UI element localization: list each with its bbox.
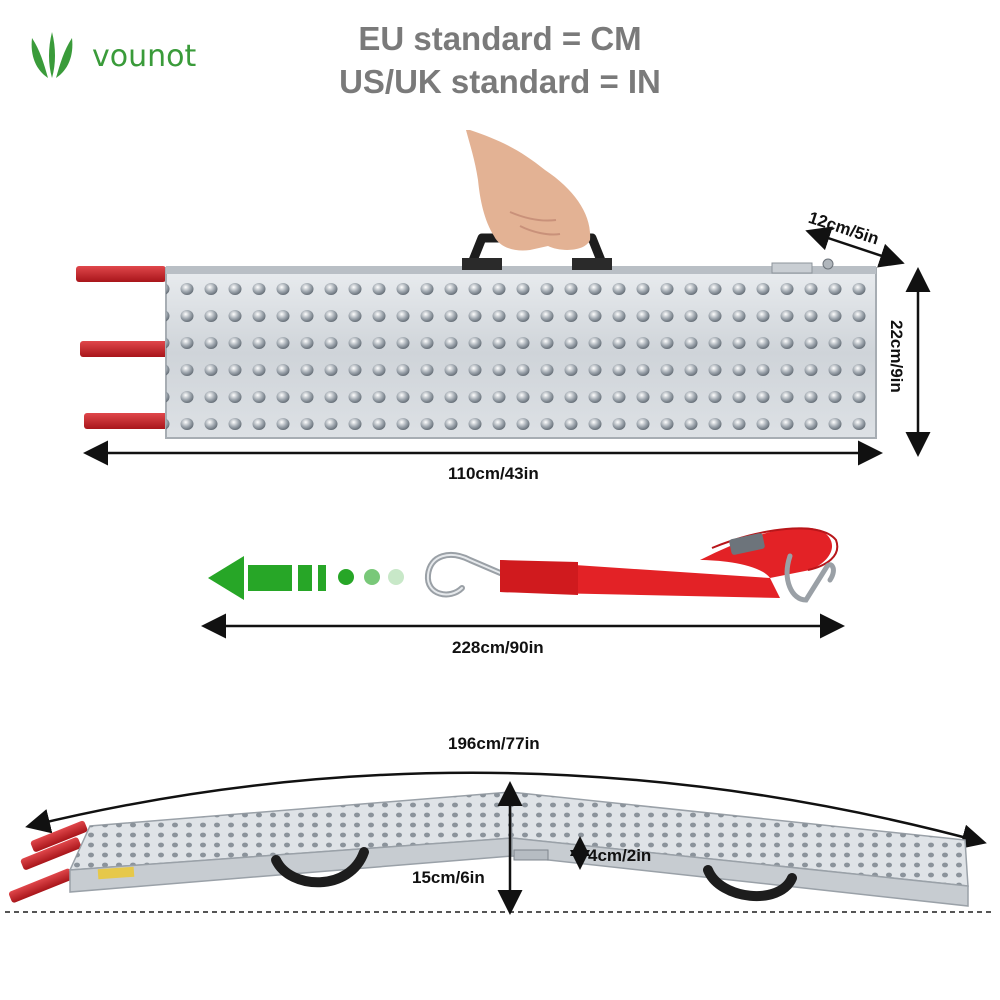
folded-ramp (76, 130, 931, 466)
folded-length-label: 110cm/43in (448, 464, 539, 483)
strap-length-label: 228cm/90in (452, 638, 544, 657)
headline-eu: EU standard = CM (358, 20, 642, 57)
strap-hook-left (424, 552, 508, 598)
hand (466, 130, 591, 251)
unfolded-ramp (5, 771, 995, 915)
headline-us: US/UK standard = IN (339, 63, 661, 100)
brand: vounot (26, 30, 196, 82)
strap-hook-right (784, 553, 836, 603)
ramp-handle-top (76, 266, 166, 282)
unfolded-rise-label: 4cm/2in (588, 846, 652, 865)
unfolded-length-label: 196cm/77in (448, 734, 540, 753)
ramp-side-handle-right (703, 865, 797, 902)
ramp-handle-middle (80, 341, 168, 357)
strap-group (201, 527, 845, 639)
unfolded-height-label: 15cm/6in (412, 868, 485, 887)
leaf-logo-icon (31, 32, 73, 78)
folded-height-label: 22cm/9in (887, 320, 906, 393)
ramp-side-handle-left (271, 847, 369, 888)
brand-name: vounot (92, 38, 197, 74)
ramp-handle-bottom (84, 413, 172, 429)
arrow-left-icon (208, 556, 404, 600)
